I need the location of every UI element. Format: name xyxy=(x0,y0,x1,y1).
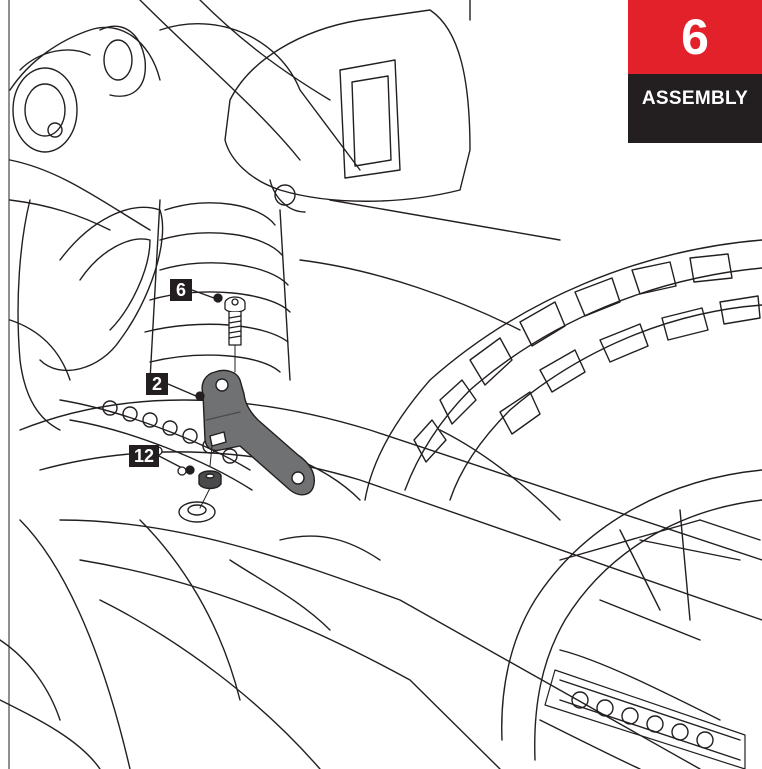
alignment-line-spacer xyxy=(199,487,211,509)
swingarm xyxy=(19,399,762,769)
spacer-part xyxy=(198,470,222,490)
step-badge: 6 ASSEMBLY xyxy=(628,0,762,143)
drive-chain xyxy=(59,399,746,769)
frame-and-peg-hanger xyxy=(9,0,361,431)
step-number: 6 xyxy=(628,0,762,74)
rear-tire xyxy=(364,239,762,761)
callout-leaders xyxy=(153,289,223,476)
callout-bolt: 6 xyxy=(170,279,192,301)
swingarm-mount-hole xyxy=(178,501,216,523)
bracket-part xyxy=(201,369,315,496)
bolt-part xyxy=(224,296,246,346)
callout-bracket: 2 xyxy=(146,373,168,395)
chain-guard xyxy=(0,429,721,769)
callout-spacer: 12 xyxy=(129,445,159,467)
alignment-line-bracket xyxy=(209,445,213,467)
rear-fender xyxy=(224,0,561,331)
rear-shock-spring xyxy=(144,199,291,381)
step-title: ASSEMBLY xyxy=(628,74,762,143)
